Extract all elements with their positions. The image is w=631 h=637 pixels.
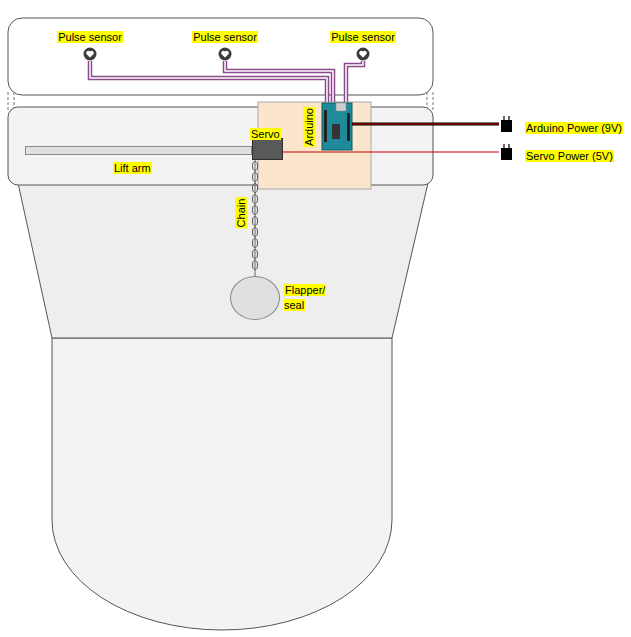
plug-graphic	[499, 116, 513, 132]
label-holder: Arduino	[299, 107, 317, 147]
wire-group	[346, 61, 363, 102]
power-plug: Servo Power (5V)	[499, 144, 629, 160]
heart-symbol	[221, 51, 229, 58]
sensor-icon-graphic	[83, 47, 97, 61]
servo-body	[252, 138, 283, 160]
plug-icon	[499, 116, 513, 132]
wire	[225, 61, 333, 102]
label-holder: Lift arm	[113, 158, 152, 176]
arduino-board	[322, 103, 352, 150]
chain-label: Chain	[235, 198, 247, 229]
chip	[332, 124, 340, 139]
wire	[346, 61, 363, 102]
hinge-line	[433, 92, 434, 110]
wire-group	[225, 61, 333, 102]
part-label: Servo	[250, 128, 281, 140]
part-label: Flapper/ seal	[284, 284, 325, 311]
toilet-bowl	[18, 183, 428, 338]
tank-lid	[8, 18, 433, 95]
plug-prong	[503, 116, 504, 120]
lift-arm: Lift arm	[25, 146, 252, 172]
usb-port	[336, 103, 346, 111]
wire-group	[255, 160, 256, 276]
wire-core	[90, 61, 327, 102]
plug-body	[501, 120, 512, 132]
hinge-line	[8, 92, 9, 110]
plug-prong	[508, 144, 509, 148]
pin-header	[324, 110, 327, 142]
wire	[283, 151, 499, 152]
part-label: Lift arm	[113, 162, 152, 174]
wire-group	[90, 61, 327, 102]
part-label: Pulse sensor	[57, 31, 123, 43]
wire	[371, 123, 499, 126]
flapper-seal: Flapper/ seal	[230, 276, 330, 320]
toilet-seat	[52, 338, 392, 630]
heart-symbol	[359, 51, 367, 58]
label-holder: Pulse sensor	[53, 29, 127, 44]
lift-arm-bar	[25, 146, 252, 155]
power-wire	[352, 124, 371, 125]
plug-body	[501, 148, 512, 160]
sensor-disc	[357, 48, 370, 61]
part-label: Servo Power (5V)	[525, 150, 614, 162]
arduino-board: Arduino	[258, 102, 371, 189]
wire	[90, 61, 327, 102]
wire-core	[225, 61, 333, 102]
pulse-sensor: Pulse sensor	[326, 29, 400, 61]
pulse-sensor: Pulse sensor	[188, 29, 262, 61]
sensor-icon-graphic	[218, 47, 232, 61]
label-holder: Flapper/ seal	[284, 282, 330, 312]
plug-prong	[503, 144, 504, 148]
power-wire	[352, 123, 371, 126]
part-label: Arduino Power (9V)	[525, 122, 623, 134]
pin-header	[347, 113, 350, 141]
part-label: Pulse sensor	[192, 31, 258, 43]
sensor-icon	[356, 47, 370, 61]
label-holder: Servo	[250, 124, 281, 142]
pulse-sensor: Pulse sensor	[53, 29, 127, 61]
label-holder: Servo Power (5V)	[525, 146, 614, 164]
servo-motor: Servo	[248, 124, 288, 162]
sensor-disc	[219, 48, 232, 61]
label-holder: Chain	[231, 198, 249, 229]
sensor-icon-graphic	[356, 47, 370, 61]
power-plug: Arduino Power (9V)	[499, 116, 629, 132]
label-holder: Pulse sensor	[326, 29, 400, 44]
wire	[255, 160, 256, 276]
wire-group	[371, 124, 499, 125]
wire-core	[346, 61, 363, 102]
label-holder: Pulse sensor	[188, 29, 262, 44]
plug-icon	[499, 144, 513, 160]
sensor-icon	[218, 47, 232, 61]
part-label: Arduino	[303, 107, 315, 147]
plug-graphic	[499, 144, 513, 160]
label-holder: Arduino Power (9V)	[525, 118, 623, 136]
wire-group	[283, 152, 499, 153]
plug-prong	[508, 116, 509, 120]
heart-symbol	[86, 51, 94, 58]
sensor-icon	[83, 47, 97, 61]
flapper-disc	[230, 276, 280, 320]
part-label: Pulse sensor	[330, 31, 396, 43]
sensor-disc	[84, 48, 97, 61]
wire-core	[371, 124, 499, 125]
